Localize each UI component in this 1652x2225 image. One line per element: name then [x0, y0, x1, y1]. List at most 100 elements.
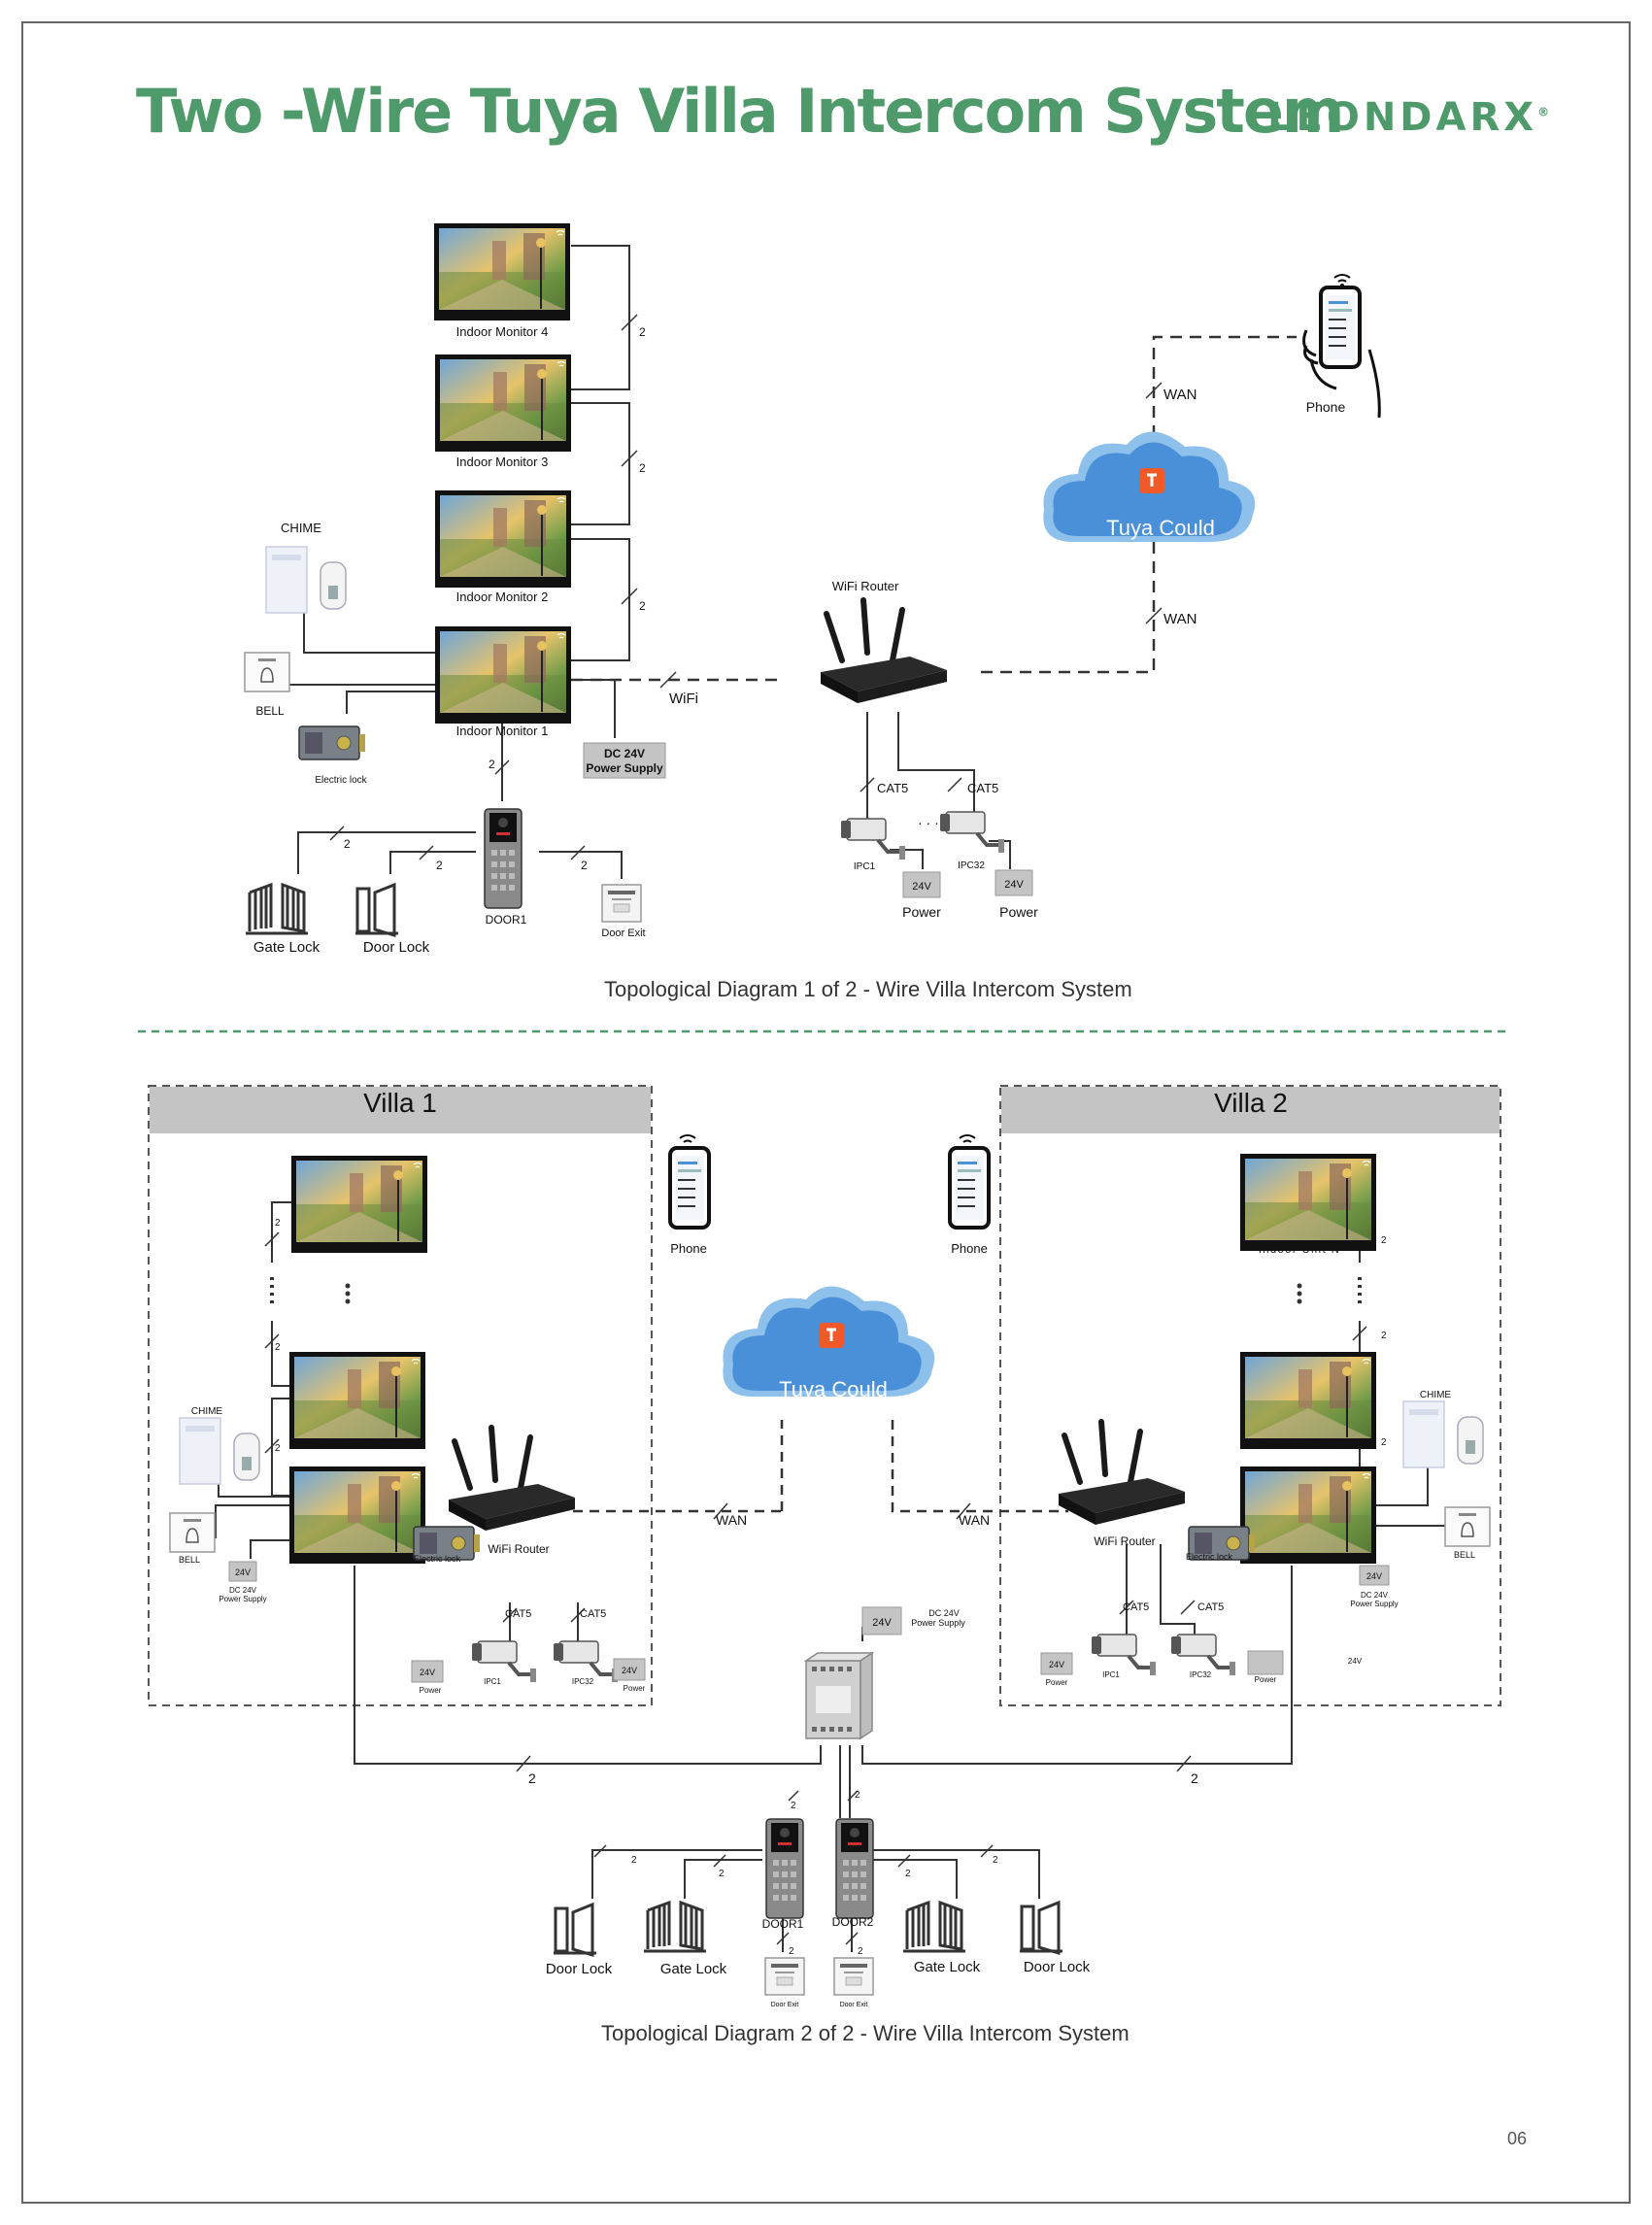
camera-ipc32	[938, 810, 1006, 855]
monitor-4-label: Indoor Monitor 4	[456, 324, 549, 339]
villa1-bell-label: BELL	[179, 1555, 200, 1565]
diagram-2-caption: Topological Diagram 2 of 2 - Wire Villa …	[601, 2021, 1129, 2045]
diagram-2-labels: Villa 1 Villa 2 Indoor Unit N Indoor Uni…	[179, 1088, 1475, 2008]
villa1-chime-device	[179, 1417, 260, 1485]
wire-count-label: 2	[1191, 1770, 1198, 1786]
door-station-1	[484, 808, 523, 909]
dc24v-power-box	[583, 742, 666, 779]
bell-button	[244, 652, 290, 692]
indoor-monitor-1	[434, 625, 572, 725]
villa2-power-box	[1359, 1565, 1390, 1586]
villa2-unit-1-label: Indoor Unit 1	[1262, 1554, 1341, 1566]
door-lock-label: Door Lock	[363, 939, 430, 956]
wire-count-label: 2	[993, 1855, 998, 1866]
gate-lock-left-label: Gate Lock	[660, 1961, 727, 1977]
hand-icon	[1302, 329, 1381, 419]
power-label-1: Power	[902, 904, 941, 920]
power-label-2: Power	[999, 904, 1038, 920]
villa2-indoor-unit-2	[1239, 1351, 1377, 1450]
door-lock-left-icon	[552, 1903, 598, 1957]
cloud-label-2: Tuya Could	[779, 1377, 888, 1401]
camera-ipc1	[839, 817, 907, 861]
villa1-ipc32-label: IPC32	[572, 1677, 594, 1686]
villa2-cat5-1: CAT5	[1123, 1601, 1149, 1613]
villa-1-label: Villa 1	[363, 1088, 437, 1118]
ipc32-label: IPC32	[958, 860, 985, 871]
monitor-2-label: Indoor Monitor 2	[456, 590, 549, 604]
door-station-1	[765, 1818, 804, 1919]
cloud-label: Tuya Could	[1106, 516, 1215, 540]
villa2-phone-icon	[948, 1146, 991, 1230]
villa2-elock-label: Electric lock	[1186, 1552, 1233, 1562]
power-supply-line1: DC 24V	[604, 747, 645, 760]
wire-count-label: 2	[1381, 1437, 1387, 1448]
door-exit-button	[601, 884, 642, 923]
villa1-v24-box-1: 24V	[420, 1668, 435, 1677]
v24-label-1: 24V	[912, 881, 931, 893]
villa-2-header	[1001, 1087, 1500, 1133]
wan-label-1: WAN	[1163, 387, 1197, 403]
villa-1-header	[150, 1087, 651, 1133]
villa2-phone-label: Phone	[951, 1241, 988, 1256]
diagram-2	[148, 1085, 1501, 1996]
villa1-router-label: WiFi Router	[488, 1542, 549, 1556]
central-power-box	[861, 1606, 902, 1635]
villa1-phone-label: Phone	[670, 1241, 707, 1256]
gate-lock-icon	[244, 883, 310, 935]
wire-count-label: 2	[1381, 1331, 1387, 1341]
villa1-ipc1-label: IPC1	[484, 1677, 501, 1686]
villa2-psu-line2: Power Supply	[1350, 1600, 1398, 1608]
wire-count-label: 2	[905, 1869, 911, 1879]
villa2-unit-n-label: Indoor Unit N	[1259, 1244, 1340, 1256]
villa2-ipc1-label: IPC1	[1102, 1670, 1120, 1679]
villa2-camera-ipc1	[1090, 1633, 1158, 1677]
villa1-psu-line1: DC 24V	[229, 1586, 257, 1595]
wire-count-label: 2	[436, 859, 443, 872]
power-box-1	[902, 871, 941, 898]
wire-count-label: 2	[639, 325, 646, 339]
brand-logo: LEONDARX®	[1267, 95, 1549, 140]
ipc1-label: IPC1	[854, 861, 876, 872]
villa1-power-box-2	[613, 1658, 646, 1681]
camera-dots: · · ·	[918, 815, 939, 830]
villa1-bell-button	[169, 1512, 216, 1553]
villa-2-label: Villa 2	[1214, 1088, 1288, 1118]
phone-label: Phone	[1306, 399, 1346, 415]
door-exit-label: Door Exit	[601, 927, 645, 939]
villa1-unit-n-label: Indoor Unit N	[309, 1244, 390, 1256]
wire-count-label: 2	[1381, 1235, 1387, 1246]
wire-count-label: 2	[528, 1770, 536, 1786]
electric-lock	[298, 725, 366, 760]
door-exit-2-label: Door Exit	[840, 2002, 868, 2008]
villa1-v24-label: 24V	[235, 1568, 251, 1577]
villa2-bell-button	[1444, 1506, 1491, 1547]
wire-count-label: 2	[858, 1946, 863, 1957]
villa1-cat5-2: CAT5	[580, 1608, 606, 1620]
central-v24-label: 24V	[872, 1617, 892, 1629]
villa1-indoor-unit-n	[290, 1155, 428, 1254]
villa2-router-label: WiFi Router	[1094, 1534, 1155, 1548]
wire-count-label: 2	[275, 1218, 281, 1229]
villa2-camera-ipc32	[1169, 1633, 1237, 1677]
villa1-camera-ipc1	[470, 1639, 538, 1684]
wire-count-label: 2	[489, 758, 495, 771]
wire-count-label: 2	[275, 1342, 281, 1353]
villa1-power-box-1	[411, 1660, 444, 1683]
villa-2-boundary	[999, 1085, 1501, 1706]
villa1-unit-1-label: Indoor Unit 1	[308, 1554, 388, 1566]
villa2-chime-label: CHIME	[1420, 1390, 1452, 1400]
monitor-1-label: Indoor Monitor 1	[456, 724, 549, 738]
wire-count-label: 2	[631, 1855, 637, 1866]
power-box-2	[995, 869, 1033, 896]
central-power-supply-icon	[805, 1652, 873, 1739]
door1-label: DOOR1	[486, 913, 527, 927]
villa1-indoor-unit-1	[288, 1466, 426, 1565]
door-exit-1-label: Door Exit	[771, 2002, 799, 2008]
power-supply-line2: Power Supply	[586, 761, 663, 775]
indoor-monitor-4	[433, 222, 571, 321]
wire-count-label: 2	[581, 859, 588, 872]
villa1-phone-icon	[668, 1146, 711, 1230]
villa1-indoor-unit-2	[288, 1351, 426, 1450]
brand-name: LEONDARX	[1267, 95, 1538, 140]
